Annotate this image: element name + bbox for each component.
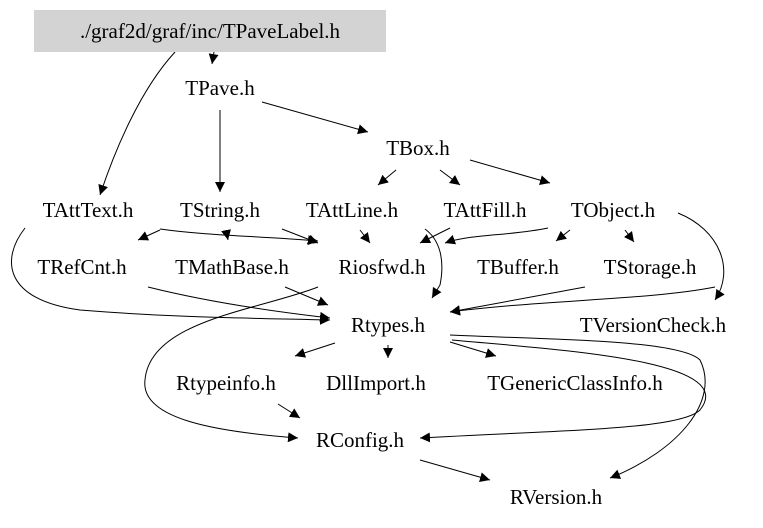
edge-trefcnt-rtypes xyxy=(147,286,331,322)
node-rversion[interactable]: RVersion.h xyxy=(510,485,603,509)
edge-tobject-tbuffer xyxy=(555,229,571,242)
edge-tstring-riosfwd xyxy=(159,228,319,246)
node-tatttext[interactable]: TAttText.h xyxy=(43,198,134,222)
node-tbuffer[interactable]: TBuffer.h xyxy=(477,255,559,279)
node-riosfwd[interactable]: Riosfwd.h xyxy=(339,255,426,279)
node-tpave[interactable]: TPave.h xyxy=(185,76,255,100)
node-dllimport[interactable]: DllImport.h xyxy=(326,371,426,395)
edge-root-tatttext xyxy=(98,51,176,196)
edge-tobject-tstorage xyxy=(624,229,635,243)
node-root[interactable]: ./graf2d/graf/inc/TPaveLabel.h xyxy=(34,10,386,52)
edge-rtypes-rconfig xyxy=(419,339,707,443)
edges xyxy=(11,51,725,483)
node-tmathbase[interactable]: TMathBase.h xyxy=(175,255,289,279)
node-tattline[interactable]: TAttLine.h xyxy=(306,198,399,222)
edge-tobject-tversioncheck xyxy=(677,212,725,301)
edge-tstring-rtypes xyxy=(281,228,319,245)
edge-rtypes-rtypeinfo xyxy=(294,342,336,358)
edge-rtypes-tgenericclassinfo xyxy=(449,341,497,358)
node-rconfig[interactable]: RConfig.h xyxy=(316,428,405,452)
edge-root-tpave xyxy=(208,51,219,65)
edge-tobject-riosfwd xyxy=(444,227,549,245)
edge-tatttext-rtypes xyxy=(11,227,331,325)
node-tversioncheck[interactable]: TVersionCheck.h xyxy=(580,313,727,337)
edge-tmathbase-rtypes xyxy=(284,286,329,306)
edge-tpave-tbox xyxy=(261,101,369,135)
node-tstring[interactable]: TString.h xyxy=(180,198,260,222)
node-tobject[interactable]: TObject.h xyxy=(571,198,656,222)
edge-tbox-tobject xyxy=(469,159,551,186)
edge-riosfwd-rconfig xyxy=(144,286,319,443)
edge-tbox-tattfill xyxy=(439,169,461,186)
node-tgenericclassinfo[interactable]: TGenericClassInfo.h xyxy=(487,371,663,395)
edge-rtypes-rversion xyxy=(449,334,706,479)
edge-tattfill-riosfwd xyxy=(419,227,451,244)
edge-rconfig-rversion xyxy=(419,459,491,483)
edge-rtypeinfo-rconfig xyxy=(277,403,301,419)
edge-tstorage-rtypes xyxy=(449,286,586,316)
root-label: ./graf2d/graf/inc/TPaveLabel.h xyxy=(80,19,341,43)
node-tstorage[interactable]: TStorage.h xyxy=(604,255,697,279)
root-highlight xyxy=(34,10,386,52)
edge-tversioncheck-rtypes xyxy=(449,286,716,316)
edge-tattline-rtypes xyxy=(424,228,443,299)
node-tbox[interactable]: TBox.h xyxy=(386,136,450,160)
node-tattfill[interactable]: TAttFill.h xyxy=(444,198,527,222)
node-rtypeinfo[interactable]: Rtypeinfo.h xyxy=(176,371,276,395)
edge-tbox-tattline xyxy=(377,169,397,186)
node-rtypes[interactable]: Rtypes.h xyxy=(351,313,426,337)
edge-tstring-trefcnt xyxy=(137,229,161,241)
edge-tattline-riosfwd xyxy=(359,229,371,244)
node-trefcnt[interactable]: TRefCnt.h xyxy=(37,255,127,279)
nodes: ./graf2d/graf/inc/TPaveLabel.h TPave.h T… xyxy=(34,10,727,509)
